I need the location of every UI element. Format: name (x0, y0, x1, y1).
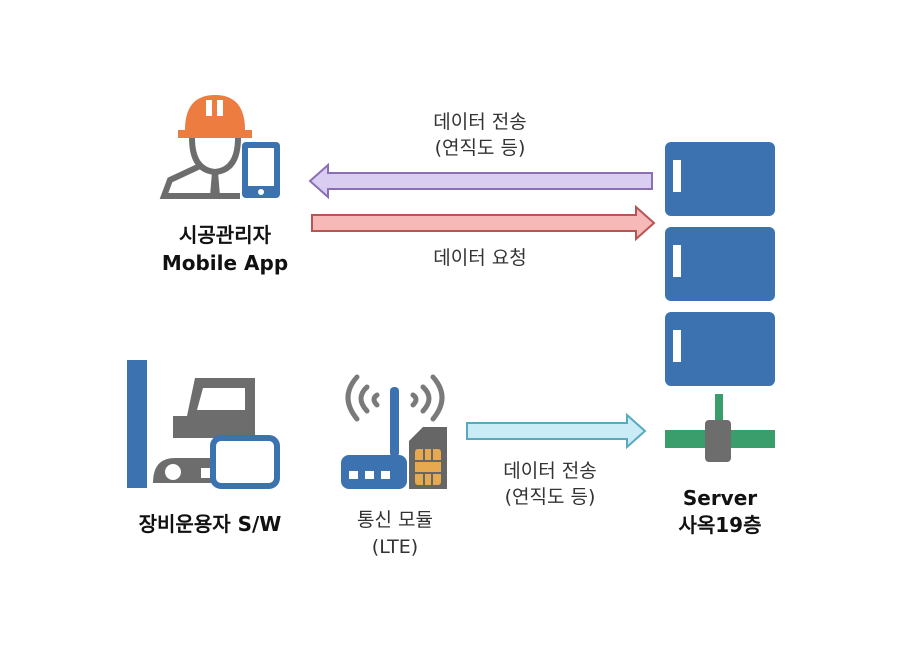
arrow-server-to-app-label-line2: (연직도 등) (434, 137, 526, 159)
server-label-line2: 사옥19층 (678, 513, 762, 537)
arrow-app-to-server (311, 204, 656, 242)
server-label-line1: Server (682, 486, 758, 510)
arrow-module-to-server-label-line1: 데이터 전송 (503, 460, 597, 482)
arrow-server-to-app (308, 162, 653, 200)
mobile-app-label-line1: 시공관리자 (179, 223, 271, 247)
arrow-server-to-app-label-line1: 데이터 전송 (433, 111, 527, 133)
arrow-module-to-server-label-line2: (연직도 등) (504, 486, 596, 508)
comm-module-label-line2: (LTE) (371, 536, 419, 558)
mobile-app-label-line2: Mobile App (161, 251, 289, 275)
arrow-app-to-server-label: 데이터 요청 (433, 247, 527, 269)
antenna-sim-router-icon (341, 374, 447, 489)
worker-with-phone-icon (159, 95, 280, 199)
equipment-sw-label: 장비운용자 S/W (138, 512, 282, 536)
server-rack-icon (665, 142, 775, 462)
comm-module-label-line1: 통신 모듈 (357, 509, 433, 531)
arrow-module-to-server (466, 412, 647, 450)
excavator-with-monitor-icon (127, 360, 280, 489)
